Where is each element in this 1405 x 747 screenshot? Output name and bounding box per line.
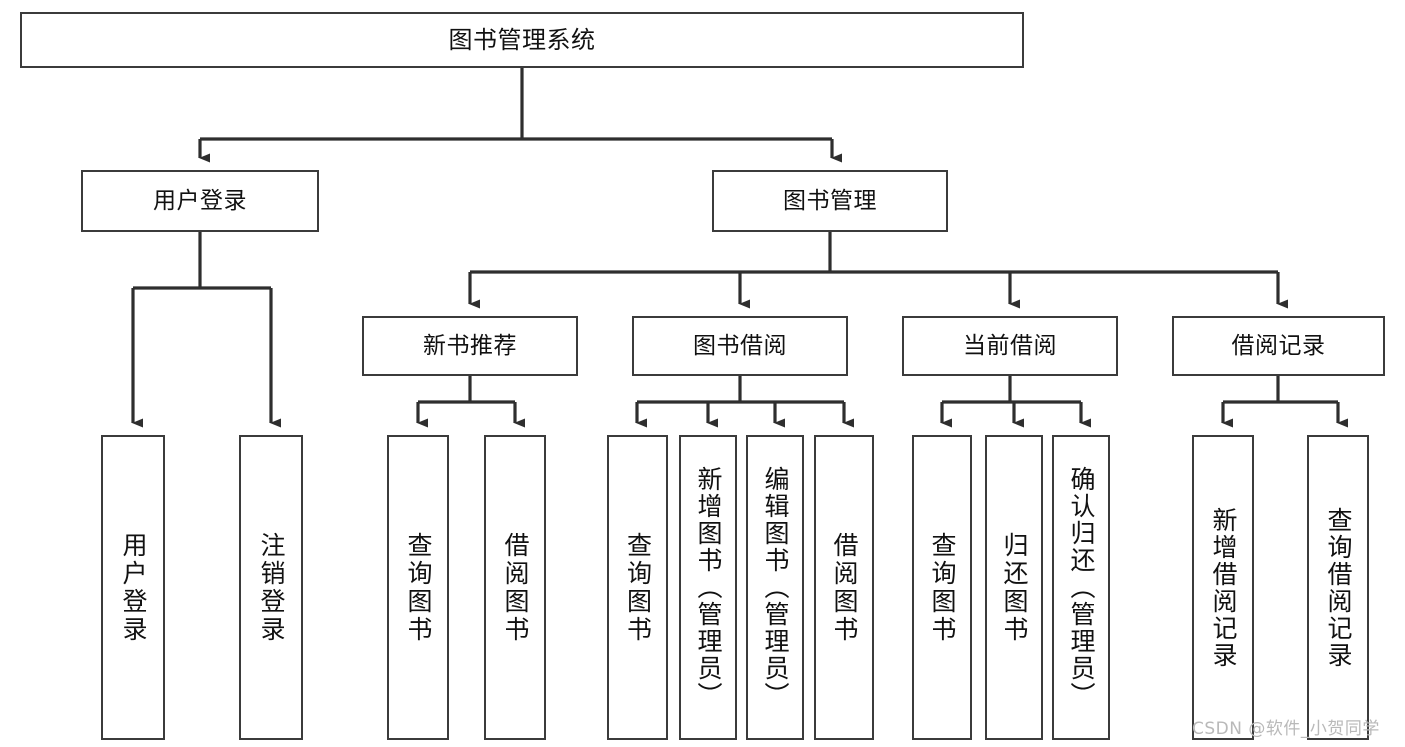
- node-book-borrow[interactable]: 图书借阅: [632, 316, 848, 376]
- leaf-confirm-return-admin-label: 确认归还（管理员）: [1067, 466, 1096, 709]
- leaf-query-book-current[interactable]: 查询图书: [912, 435, 972, 740]
- node-user-login[interactable]: 用户登录: [81, 170, 319, 232]
- node-book-borrow-label: 图书借阅: [693, 332, 787, 359]
- leaf-edit-book-admin-label: 编辑图书（管理员）: [761, 466, 790, 709]
- node-borrow-record[interactable]: 借阅记录: [1172, 316, 1385, 376]
- leaf-add-borrow-record[interactable]: 新增借阅记录: [1192, 435, 1254, 740]
- leaf-query-book-current-label: 查询图书: [928, 531, 957, 644]
- node-current-borrow-label: 当前借阅: [963, 332, 1057, 359]
- leaf-borrow-book-label: 借阅图书: [830, 531, 859, 644]
- leaf-user-login[interactable]: 用户登录: [101, 435, 165, 740]
- leaf-user-logout[interactable]: 注销登录: [239, 435, 303, 740]
- leaf-user-logout-label: 注销登录: [257, 531, 286, 644]
- leaf-add-borrow-record-label: 新增借阅记录: [1209, 506, 1238, 669]
- leaf-confirm-return-admin[interactable]: 确认归还（管理员）: [1052, 435, 1110, 740]
- node-root-label: 图书管理系统: [448, 26, 596, 54]
- node-book-management-label: 图书管理: [783, 187, 877, 214]
- leaf-query-book-recommend-label: 查询图书: [404, 531, 433, 644]
- leaf-query-book-recommend[interactable]: 查询图书: [387, 435, 449, 740]
- node-new-book-recommend[interactable]: 新书推荐: [362, 316, 578, 376]
- node-borrow-record-label: 借阅记录: [1231, 332, 1326, 359]
- leaf-query-book-borrow[interactable]: 查询图书: [607, 435, 668, 740]
- leaf-borrow-book[interactable]: 借阅图书: [814, 435, 874, 740]
- leaf-query-book-borrow-label: 查询图书: [623, 531, 653, 644]
- leaf-borrow-book-recommend[interactable]: 借阅图书: [484, 435, 546, 740]
- leaf-add-book-admin-label: 新增图书（管理员）: [694, 466, 723, 709]
- leaf-edit-book-admin[interactable]: 编辑图书（管理员）: [746, 435, 804, 740]
- node-new-book-recommend-label: 新书推荐: [423, 332, 517, 359]
- leaf-add-book-admin[interactable]: 新增图书（管理员）: [679, 435, 737, 740]
- node-root[interactable]: 图书管理系统: [20, 12, 1024, 68]
- node-book-management[interactable]: 图书管理: [712, 170, 948, 232]
- node-current-borrow[interactable]: 当前借阅: [902, 316, 1118, 376]
- node-user-login-label: 用户登录: [153, 187, 247, 214]
- leaf-return-book[interactable]: 归还图书: [985, 435, 1043, 740]
- leaf-return-book-label: 归还图书: [1000, 531, 1029, 644]
- leaf-borrow-book-recommend-label: 借阅图书: [501, 531, 530, 644]
- csdn-watermark: CSDN @软件_小贺同学: [1192, 719, 1380, 739]
- leaf-user-login-label: 用户登录: [119, 531, 148, 644]
- leaf-query-borrow-record-label: 查询借阅记录: [1324, 506, 1353, 669]
- leaf-query-borrow-record[interactable]: 查询借阅记录: [1307, 435, 1369, 740]
